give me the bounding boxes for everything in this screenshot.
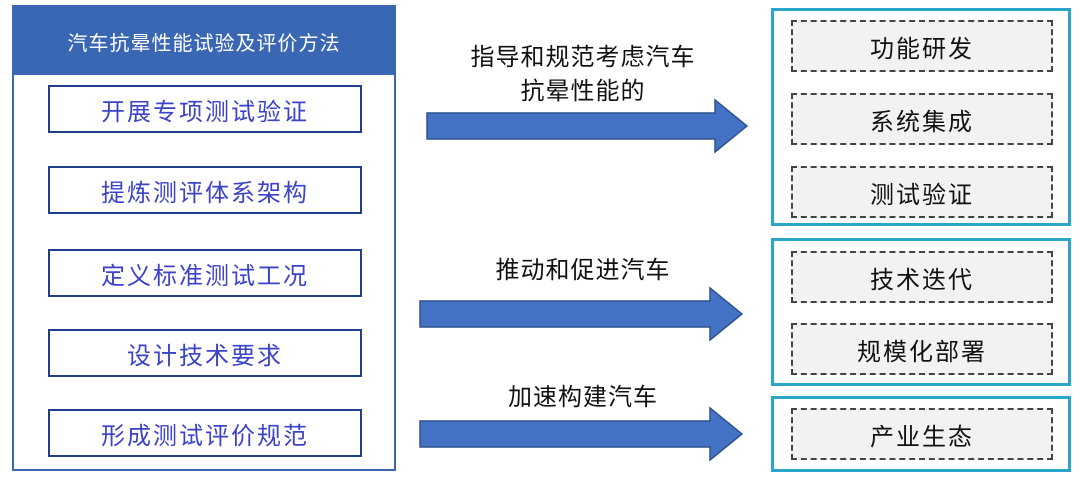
group-box-3: 产业生态	[771, 396, 1071, 472]
group-2-item-1: 技术迭代	[791, 251, 1053, 303]
arrow-label-1: 指导和规范考虑汽车 抗晕性能的	[448, 40, 718, 108]
arrow-label-1-line1: 指导和规范考虑汽车	[470, 43, 696, 71]
step-box-2: 提炼测评体系架构	[48, 166, 362, 214]
arrow-2	[419, 286, 744, 342]
group-box-1: 功能研发 系统集成 测试验证	[771, 8, 1071, 226]
method-title: 汽车抗晕性能试验及评价方法	[14, 7, 394, 75]
group-1-item-2: 系统集成	[791, 93, 1053, 145]
group-1-item-1: 功能研发	[791, 20, 1053, 72]
step-box-5: 形成测试评价规范	[48, 409, 362, 457]
arrow-label-1-line2: 抗晕性能的	[520, 77, 646, 105]
arrow-1	[426, 98, 749, 154]
arrow-3	[419, 406, 744, 462]
step-box-4: 设计技术要求	[48, 329, 362, 377]
method-panel: 汽车抗晕性能试验及评价方法 开展专项测试验证 提炼测评体系架构 定义标准测试工况…	[12, 5, 396, 471]
step-box-1: 开展专项测试验证	[48, 85, 362, 133]
group-1-item-3: 测试验证	[791, 166, 1053, 218]
step-box-3: 定义标准测试工况	[48, 249, 362, 297]
arrow-label-3: 加速构建汽车	[508, 383, 658, 411]
arrow-label-2: 推动和促进汽车	[495, 256, 671, 284]
group-2-item-2: 规模化部署	[791, 323, 1053, 375]
group-3-item-1: 产业生态	[791, 408, 1053, 460]
group-box-2: 技术迭代 规模化部署	[771, 238, 1071, 386]
